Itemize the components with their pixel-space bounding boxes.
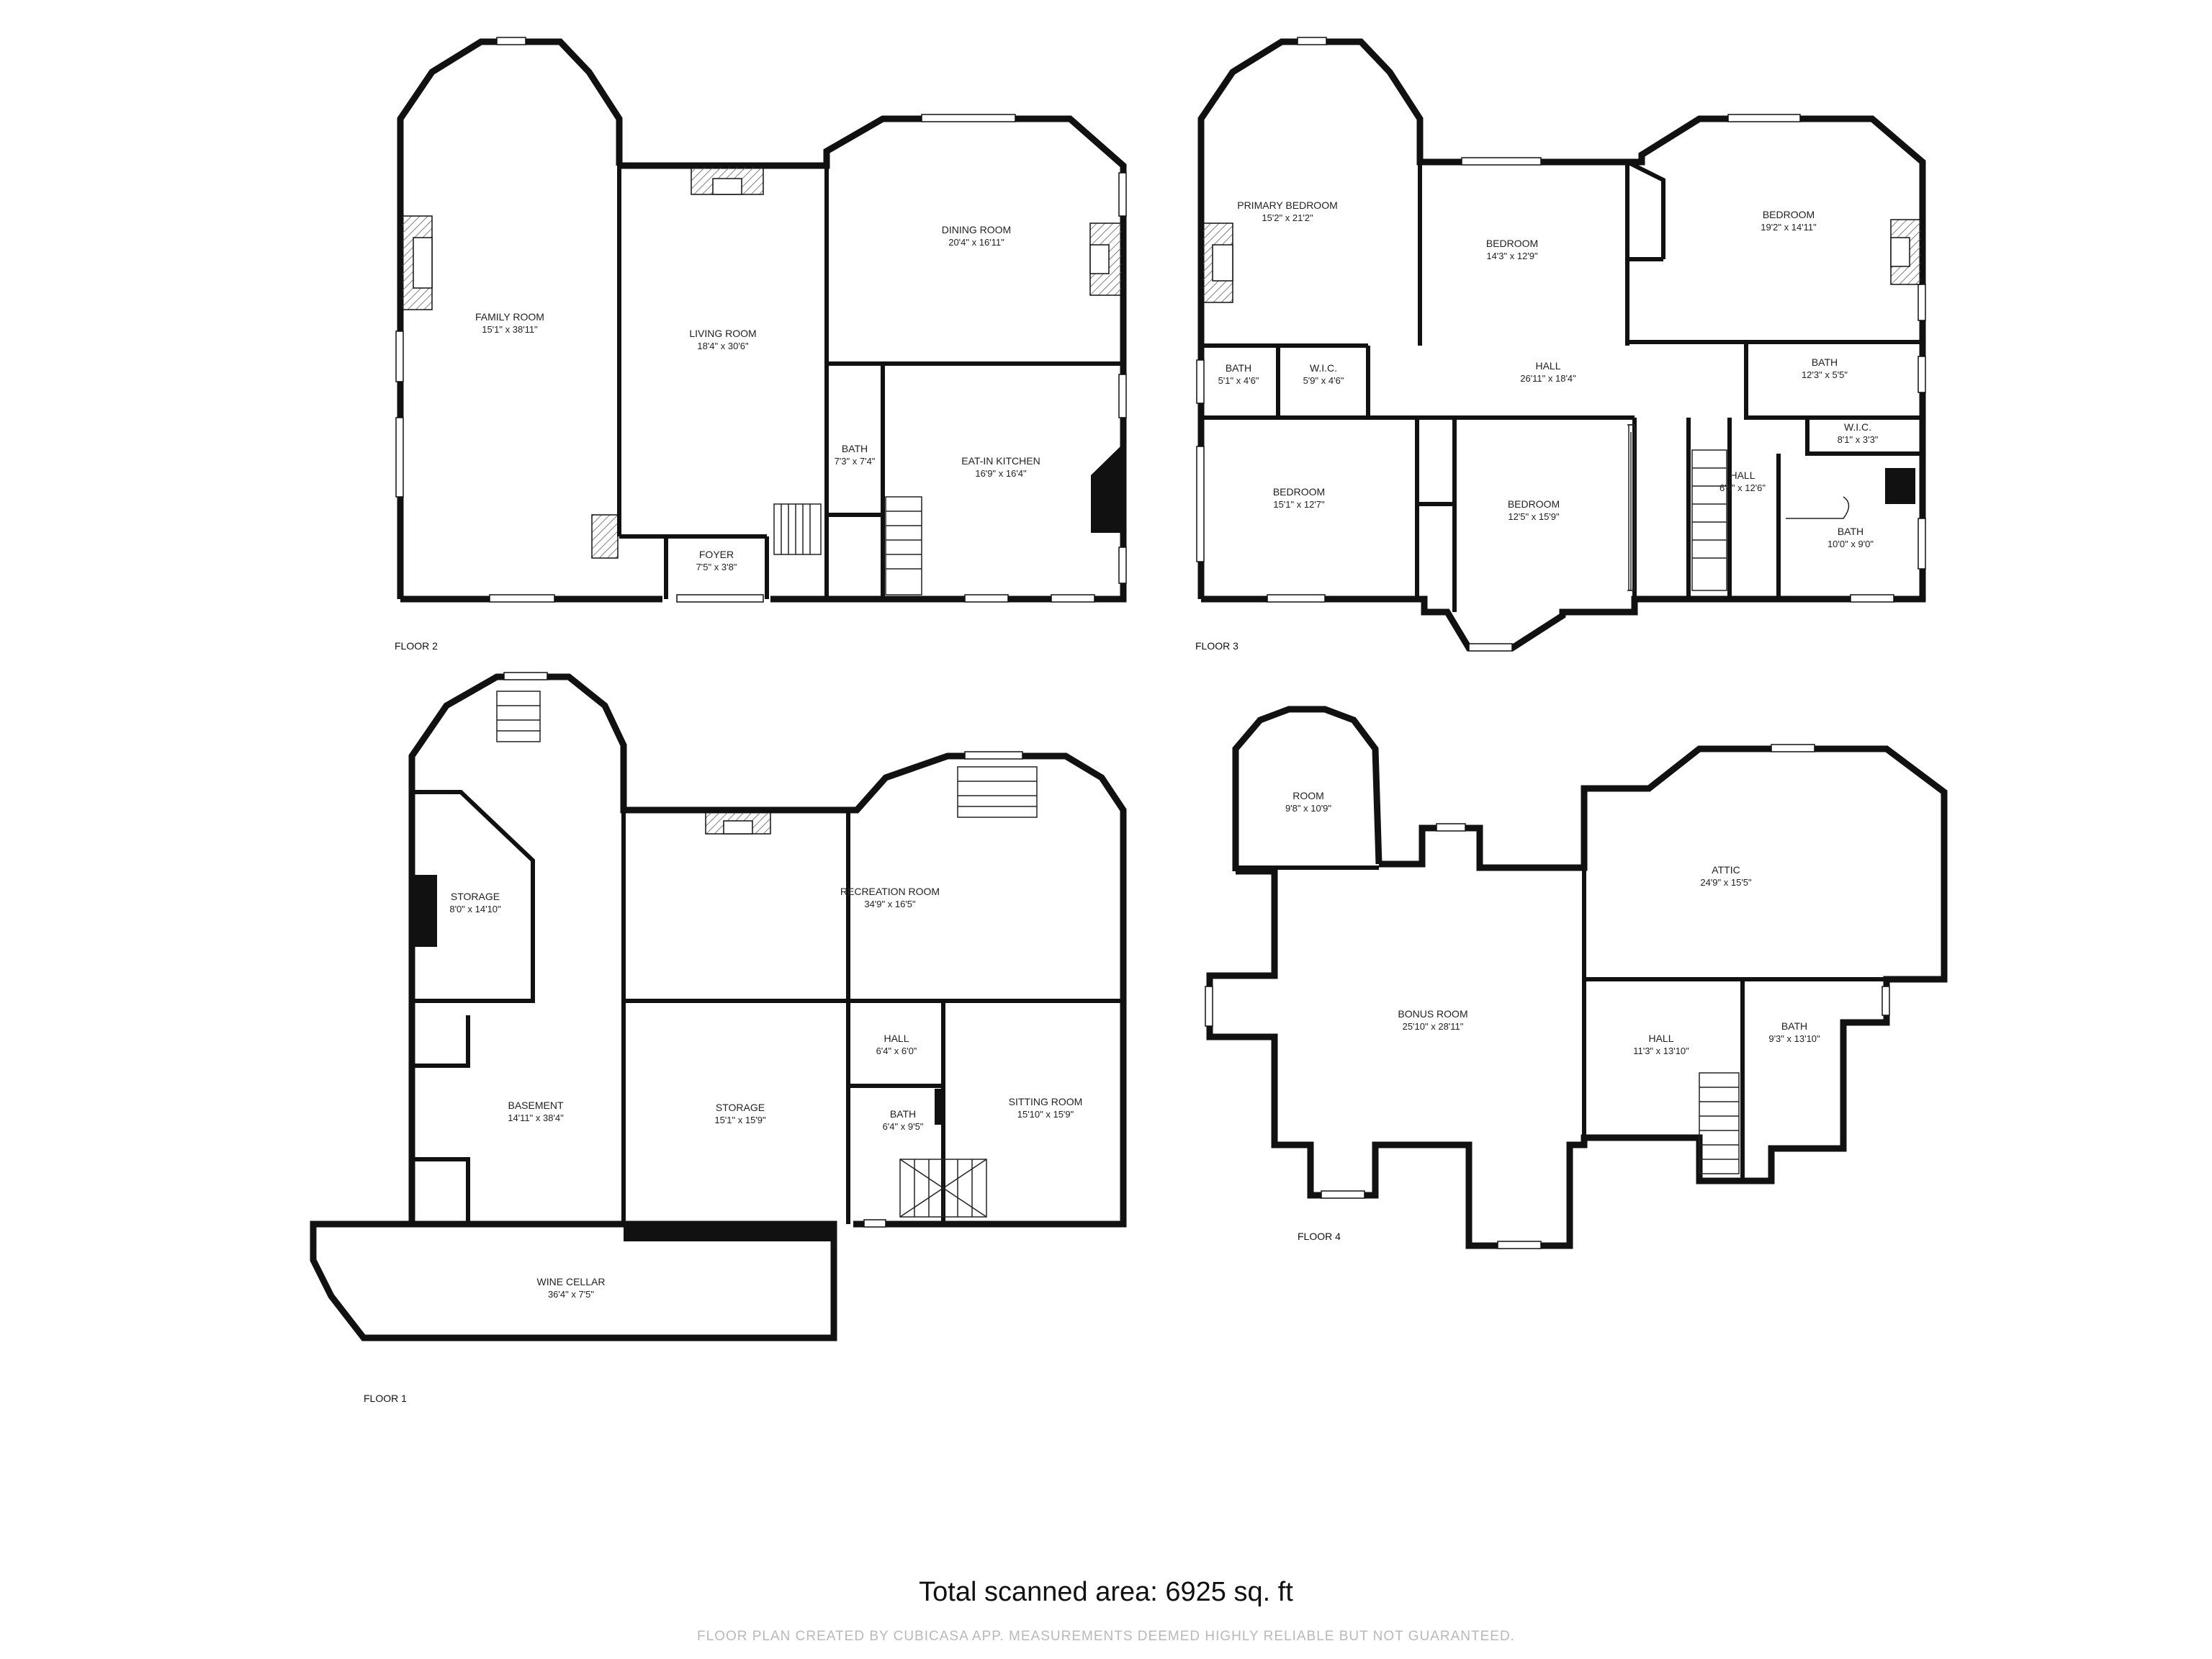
room-dims: 34'9" x 16'5" (864, 899, 916, 909)
room-dims: 7'3" x 7'4" (835, 456, 876, 467)
room-name: PRIMARY BEDROOM (1237, 199, 1338, 211)
room-name: DINING ROOM (942, 224, 1011, 235)
floor-label: FLOOR 4 (1298, 1231, 1341, 1242)
room-name: BONUS ROOM (1398, 1008, 1467, 1020)
room-name: ATTIC (1712, 864, 1740, 876)
floor-2-plan (395, 37, 1127, 603)
room-dims: 9'8" x 10'9" (1285, 803, 1331, 814)
room-name: BATH (1226, 362, 1251, 374)
room-name: EAT-IN KITCHEN (961, 455, 1040, 467)
room-name: BEDROOM (1763, 209, 1815, 220)
total-scanned-area: Total scanned area: 6925 sq. ft (919, 1577, 1293, 1607)
room-dims: 12'3" x 5'5" (1802, 369, 1848, 380)
room-dims: 14'11" x 38'4" (508, 1112, 564, 1123)
room-dims: 6'4" x 12'6" (1719, 482, 1766, 493)
room-dims: 19'2" x 14'11" (1761, 222, 1817, 233)
room-name: BEDROOM (1273, 486, 1325, 498)
room-name: STORAGE (451, 891, 500, 902)
floor-3-plan (1196, 37, 1926, 652)
room-name: HALL (1648, 1033, 1673, 1044)
room-name: W.I.C. (1310, 362, 1337, 374)
room-name: WINE CELLAR (537, 1276, 606, 1287)
room-dims: 26'11" x 18'4" (1520, 373, 1576, 384)
room-name: BATH (1812, 356, 1838, 368)
room-name: FAMILY ROOM (475, 311, 544, 323)
room-dims: 6'4" x 6'0" (876, 1046, 917, 1056)
room-name: BATH (1838, 526, 1863, 537)
room-name: BEDROOM (1508, 498, 1560, 510)
room-dims: 12'5" x 15'9" (1508, 511, 1560, 522)
room-name: BATH (890, 1108, 916, 1120)
floor-4-plan (1205, 706, 1948, 1249)
room-dims: 5'1" x 4'6" (1218, 375, 1259, 386)
room-name: RECREATION ROOM (840, 886, 940, 897)
room-dims: 6'4" x 9'5" (883, 1121, 924, 1132)
room-name: BATH (842, 443, 868, 454)
room-name: BATH (1781, 1020, 1807, 1032)
room-dims: 5'9" x 4'6" (1303, 375, 1344, 386)
room-dims: 9'3" x 13'10" (1768, 1033, 1820, 1044)
disclaimer-text: FLOOR PLAN CREATED BY CUBICASA APP. MEAS… (697, 1629, 1515, 1644)
room-dims: 16'9" x 16'4" (975, 468, 1027, 479)
room-dims: 24'9" x 15'5" (1700, 877, 1752, 888)
room-name: HALL (884, 1033, 909, 1044)
room-dims: 11'3" x 13'10" (1633, 1046, 1689, 1056)
room-name: W.I.C. (1844, 421, 1871, 433)
room-name: SITTING ROOM (1009, 1096, 1083, 1107)
room-name: HALL (1730, 469, 1755, 481)
floor-label: FLOOR 1 (364, 1393, 407, 1404)
room-dims: 15'10" x 15'9" (1017, 1109, 1074, 1120)
room-name: ROOM (1292, 790, 1324, 801)
room-name: LIVING ROOM (689, 328, 756, 339)
room-dims: 36'4" x 7'5" (548, 1289, 594, 1300)
room-dims: 8'0" x 14'10" (449, 904, 501, 914)
room-dims: 15'1" x 12'7" (1273, 499, 1325, 510)
room-dims: 15'1" x 38'11" (482, 324, 538, 335)
room-dims: 15'1" x 15'9" (714, 1115, 766, 1125)
room-name: BEDROOM (1486, 238, 1538, 249)
room-dims: 14'3" x 12'9" (1486, 251, 1538, 261)
room-dims: 15'2" x 21'2" (1262, 212, 1313, 223)
room-dims: 20'4" x 16'11" (948, 237, 1004, 248)
floor-label: FLOOR 3 (1195, 640, 1238, 652)
floor-1-plan (310, 672, 1127, 1341)
room-name: FOYER (699, 549, 734, 560)
room-dims: 18'4" x 30'6" (697, 341, 749, 351)
room-name: BASEMENT (508, 1100, 563, 1111)
floor-label: FLOOR 2 (395, 640, 438, 652)
room-name: HALL (1535, 360, 1560, 372)
room-name: STORAGE (716, 1102, 765, 1113)
room-dims: 25'10" x 28'11" (1403, 1021, 1464, 1032)
room-dims: 8'1" x 3'3" (1838, 434, 1879, 445)
room-dims: 7'5" x 3'8" (696, 562, 737, 572)
room-dims: 10'0" x 9'0" (1827, 539, 1874, 549)
